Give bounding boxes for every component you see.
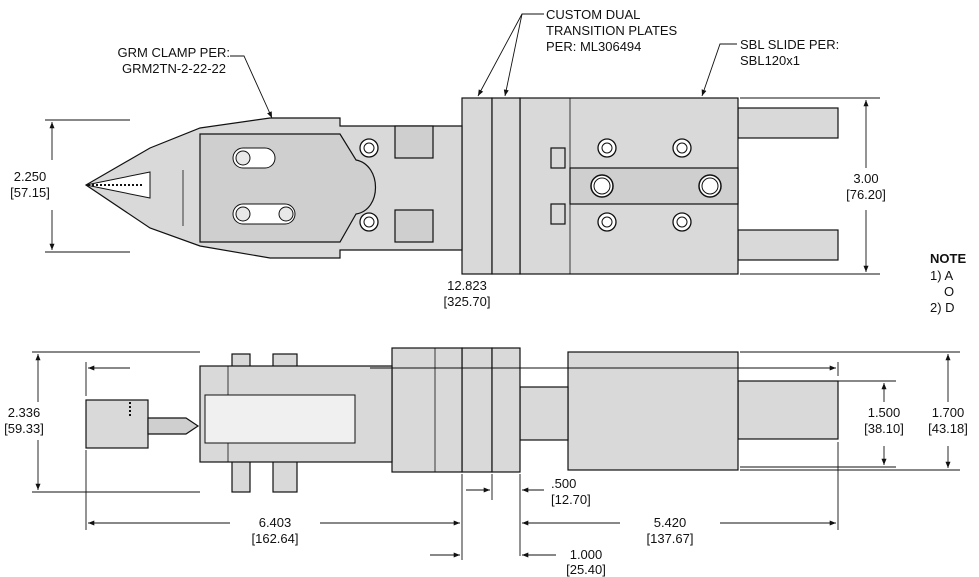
dim-stroke-in: 1.500 (868, 405, 901, 420)
note-2: 2) D (930, 300, 955, 315)
dim-clamp-len-mm: [162.64] (252, 531, 299, 546)
transition-plate-2 (491, 97, 521, 275)
side-view (85, 347, 839, 493)
top-view-dimensions (45, 97, 880, 275)
grm-clamp-label-2: GRM2TN-2-22-22 (122, 61, 226, 76)
transition-plate-1 (461, 97, 493, 275)
clamp-block-upper (394, 125, 434, 159)
plates-label-3: PER: ML306494 (546, 39, 641, 54)
side-plate-1 (461, 347, 493, 473)
dim-body-height-mm: [43.18] (928, 421, 968, 436)
top-view (84, 97, 839, 275)
dim-overall-length-mm: [325.70] (444, 294, 491, 309)
dim-side-height-mm: [59.33] (4, 421, 44, 436)
dim-overall-length-in: 12.823 (447, 278, 487, 293)
dim-side-height-in: 2.336 (8, 405, 41, 420)
clamp-cover-plate (199, 133, 377, 243)
dim-offset-mm: [25.40] (566, 562, 606, 577)
dim-plate-thk-mm: [12.70] (551, 492, 591, 507)
callout-leaders (230, 13, 737, 119)
note-1-cont: O (944, 284, 954, 299)
dim-top-height-mm: [57.15] (10, 185, 50, 200)
side-jaw-tip (147, 417, 200, 435)
side-slide-mount (519, 386, 569, 441)
slide-rod-lower (737, 229, 839, 261)
dim-slide-len-in: 5.420 (654, 515, 687, 530)
side-slide-body (567, 351, 739, 471)
side-view-dimensions (32, 351, 960, 560)
side-clamp-housing (391, 347, 463, 473)
slide-label-2: SBL120x1 (740, 53, 800, 68)
dim-body-height-in: 1.700 (932, 405, 965, 420)
slide-label-1: SBL SLIDE PER: (740, 37, 839, 52)
dim-top-height-in: 2.250 (14, 169, 47, 184)
side-jaw-finger (85, 399, 149, 449)
slide-screws (590, 138, 722, 232)
dim-plate-thk-in: .500 (551, 476, 576, 491)
side-slide-rod (737, 380, 839, 440)
slide-stop-lower (550, 203, 566, 225)
dim-stroke-mm: [38.10] (864, 421, 904, 436)
grm-clamp-label-1: GRM CLAMP PER: (118, 45, 230, 60)
note-1: 1) A (930, 268, 953, 283)
notes-block: NOTE 1) A O 2) D (930, 251, 966, 315)
notes-heading: NOTE (930, 251, 966, 266)
slide-stop-upper (550, 147, 566, 169)
side-plate-2 (491, 347, 521, 473)
clamp-block-lower (394, 209, 434, 243)
dim-offset-in: 1.000 (570, 547, 603, 562)
dim-clamp-len-in: 6.403 (259, 515, 292, 530)
slide-rod-upper (737, 107, 839, 139)
dim-slide-height-mm: [76.20] (846, 187, 886, 202)
callout-labels: GRM CLAMP PER: GRM2TN-2-22-22 CUSTOM DUA… (118, 7, 840, 76)
side-jaw-channel (204, 394, 356, 444)
dim-slide-len-mm: [137.67] (647, 531, 694, 546)
dim-slide-height-in: 3.00 (853, 171, 878, 186)
dimension-labels: 2.250 [57.15] 3.00 [76.20] 12.823 [325.7… (4, 169, 968, 577)
plates-label-1: CUSTOM DUAL (546, 7, 640, 22)
plates-label-2: TRANSITION PLATES (546, 23, 678, 38)
